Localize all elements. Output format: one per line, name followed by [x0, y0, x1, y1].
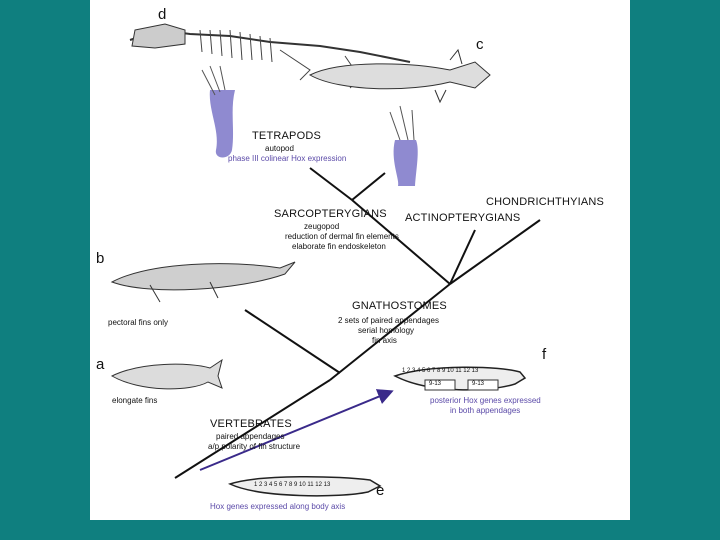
branch-actinopterygians — [449, 229, 476, 285]
panel-letter-f: f — [542, 346, 547, 363]
panel-letter-b: b — [96, 250, 105, 267]
lobe-fin-fish-illustration — [308, 48, 491, 104]
embryo-e-gene-numbers: 1 2 3 4 5 6 7 8 9 10 11 12 13 — [254, 482, 331, 488]
branch-b — [244, 309, 341, 374]
trait-endoskeleton: elaborate fin endoskeleton — [292, 242, 386, 251]
caption-posterior-hox-2: in both appendages — [450, 406, 521, 415]
embryo-f-gene-numbers: 1 2 3 4 5 6 7 8 9 10 11 12 13 — [402, 368, 479, 374]
embryo-f-illustration — [393, 366, 527, 391]
branch-chondrichthyians — [449, 219, 541, 285]
caption-posterior-hox-1: posterior Hox genes expressed — [430, 396, 541, 405]
trait-paired-appendages: paired appendages — [216, 432, 285, 441]
caption-pectoral-fins: pectoral fins only — [108, 318, 169, 327]
fin-hox-highlight — [393, 140, 418, 186]
phylogeny-lines — [110, 23, 541, 497]
clade-tetrapods: TETRAPODS — [252, 130, 322, 142]
branch-sarcopterygians — [351, 199, 451, 285]
jawless-fish-illustration — [110, 358, 223, 390]
trait-dermal-reduction: reduction of dermal fin elements — [285, 232, 399, 241]
clade-sarcopterygians: SARCOPTERYGIANS — [274, 208, 387, 220]
evolution-arrow — [199, 389, 394, 471]
clade-gnathostomes: GNATHOSTOMES — [352, 300, 447, 312]
clade-chondrichthyians: CHONDRICHTHYIANS — [486, 196, 605, 208]
trait-zeugopod: zeugopod — [304, 222, 340, 231]
caption-hox-body-axis: Hox genes expressed along body axis — [210, 502, 346, 511]
figure-panel: d c b a f e TETRAPODS autopod phase III … — [90, 0, 630, 520]
forelimb-hox-highlight — [209, 90, 235, 158]
trait-serial-homology: serial homology — [358, 326, 415, 335]
branch-tetrapods — [309, 167, 353, 201]
clade-vertebrates: VERTEBRATES — [210, 418, 292, 430]
panel-letter-e: e — [376, 482, 385, 499]
branch-tetrapod-right — [351, 172, 386, 201]
trait-fin-axis: fin axis — [372, 336, 397, 345]
tetrapod-skeleton-illustration — [129, 23, 411, 89]
embryo-f-right-range: 9-13 — [472, 381, 485, 387]
placoderm-fish-illustration — [110, 261, 296, 303]
clade-actinopterygians: ACTINOPTERYGIANS — [405, 212, 521, 224]
embryo-e-illustration — [227, 476, 382, 497]
caption-elongate-fins: elongate fins — [112, 396, 158, 405]
branch-vertebrates — [174, 379, 331, 479]
trait-ap-polarity: a/p polarity of fin structure — [208, 442, 301, 451]
embryo-f-left-range: 9-13 — [429, 381, 442, 387]
panel-letter-c: c — [476, 36, 484, 53]
trait-autopod: autopod — [265, 144, 294, 153]
panel-letter-a: a — [96, 356, 105, 373]
trait-two-paired-appendages: 2 sets of paired appendages — [338, 316, 439, 325]
hox-phase-note: phase III colinear Hox expression — [228, 154, 347, 163]
branch-gnathostomes — [329, 283, 451, 381]
panel-letter-d: d — [158, 6, 167, 23]
